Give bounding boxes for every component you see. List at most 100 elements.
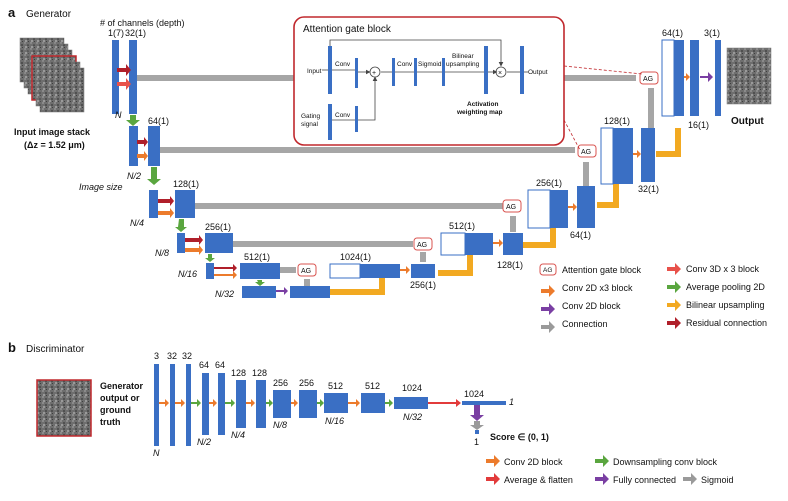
ch-32: 32(1) [125, 28, 146, 38]
disc-size-n32: N/32 [403, 412, 422, 422]
ch-input: 1(7) [108, 28, 124, 38]
ch-dec-32: 32(1) [638, 184, 659, 194]
legend-residual: Residual connection [686, 318, 767, 328]
attn-output: Output [528, 69, 548, 76]
ch-dec-128b: 128(1) [604, 116, 630, 126]
attn-bilinear-1: Bilinear [452, 53, 475, 60]
times-symbol: × [498, 70, 502, 77]
size-n32: N/32 [215, 289, 234, 299]
disc-ch-3: 3 [154, 351, 159, 361]
disc-size-n: N [153, 448, 160, 458]
ch-dec-512: 512(1) [449, 221, 475, 231]
disc-size-n4: N/4 [231, 430, 245, 440]
legend-connection: Connection [562, 319, 608, 329]
attention-title: Attention gate block [303, 24, 392, 35]
disc-ch-32a: 32 [167, 351, 177, 361]
disc-ch-64b: 64 [215, 360, 225, 370]
disc-ch-1024a: 1024 [402, 383, 422, 393]
legend-conv2dx3: Conv 2D x3 block [562, 283, 633, 293]
size-n16: N/16 [178, 269, 197, 279]
output-label: Output [731, 116, 764, 127]
ch-dec-64-top: 64(1) [662, 28, 683, 38]
decoder-blocks [329, 39, 721, 279]
attn-conv-3: Conv [397, 61, 413, 68]
panel-a-letter: a [8, 5, 16, 20]
disc-one-b: 1 [474, 437, 479, 447]
ch-64: 64(1) [148, 116, 169, 126]
legend-conv2d: Conv 2D block [562, 301, 621, 311]
legend-b-avg-flatten: Average & flatten [504, 475, 573, 485]
discriminator-arrows [159, 399, 484, 430]
legend-ag: Attention gate block [562, 265, 642, 275]
image-size-label: Image size [79, 182, 123, 192]
skip-connections [137, 75, 654, 287]
ch-dec-128: 128(1) [497, 260, 523, 270]
panel-a-title: Generator [26, 9, 72, 20]
disc-ch-128b: 128 [252, 368, 267, 378]
legend-b-conv2d: Conv 2D block [504, 457, 563, 467]
attn-input-label: Input [307, 68, 322, 75]
discriminator-input-image [36, 379, 92, 437]
size-n2: N/2 [127, 171, 141, 181]
disc-input-2: output or [100, 393, 140, 403]
ch-dec-256b: 256(1) [536, 178, 562, 188]
attention-lines [322, 39, 528, 121]
disc-input-3: ground [100, 405, 131, 415]
legend-b-fully-connected: Fully connected [613, 475, 676, 485]
svg-text:AG: AG [506, 204, 516, 211]
ch-256: 256(1) [205, 222, 231, 232]
panel-b-title: Discriminator [26, 344, 85, 355]
svg-text:AG: AG [643, 76, 653, 83]
encoder-blocks [112, 40, 330, 298]
disc-ch-512a: 512 [328, 381, 343, 391]
attn-bilinear-2: upsampling [446, 61, 480, 68]
legend-b-sigmoid: Sigmoid [701, 475, 734, 485]
disc-one-a: 1 [509, 397, 514, 407]
disc-ch-1024b: 1024 [464, 389, 484, 399]
disc-ch-32b: 32 [182, 351, 192, 361]
attention-gate-inset [293, 16, 643, 151]
ch-dec-3: 3(1) [704, 28, 720, 38]
svg-text:AG: AG [543, 267, 552, 274]
ch-dec-256: 256(1) [410, 280, 436, 290]
ch-1024: 1024(1) [340, 252, 371, 262]
svg-text:AG: AG [581, 149, 591, 156]
disc-size-n16: N/16 [325, 416, 344, 426]
depth-label: # of channels (depth) [100, 18, 185, 28]
upsampling-connections [330, 128, 681, 295]
attn-conv-2: Conv [335, 112, 351, 119]
plus-symbol: + [372, 70, 376, 77]
attn-gating-label-1: Gating [301, 113, 321, 120]
legend-b-downsampling: Downsampling conv block [613, 457, 718, 467]
disc-input-4: truth [100, 417, 121, 427]
attention-blocks [328, 46, 524, 140]
disc-ch-128a: 128 [231, 368, 246, 378]
ch-128: 128(1) [173, 179, 199, 189]
ch-dec-64: 64(1) [570, 230, 591, 240]
disc-input-1: Generator [100, 381, 144, 391]
disc-size-n8: N/8 [273, 420, 287, 430]
attn-activation-2: weighting map [456, 109, 503, 116]
legend-b [486, 455, 697, 485]
discriminator-blocks [154, 364, 506, 446]
disc-size-n2: N/2 [197, 437, 211, 447]
attn-sigmoid: Sigmoid [418, 61, 442, 68]
attn-gating-label-2: signal [301, 121, 319, 128]
size-n4: N/4 [130, 218, 144, 228]
size-n: N [115, 110, 122, 120]
legend-a: AG [539, 263, 681, 333]
attn-activation-1: Activation [467, 101, 498, 108]
attn-conv-1: Conv [335, 61, 351, 68]
ag-blocks: AG AG AG AG AG [297, 71, 659, 277]
legend-avgpool: Average pooling 2D [686, 282, 765, 292]
disc-ch-64a: 64 [199, 360, 209, 370]
input-image-stack [19, 37, 85, 113]
score-label: Score ∈ (0, 1) [490, 432, 549, 442]
input-label: Input image stack [14, 127, 91, 137]
operation-arrows [117, 64, 713, 295]
disc-ch-256b: 256 [299, 378, 314, 388]
ch-dec-16: 16(1) [688, 120, 709, 130]
svg-text:AG: AG [301, 268, 311, 275]
legend-conv3d: Conv 3D x 3 block [686, 264, 760, 274]
